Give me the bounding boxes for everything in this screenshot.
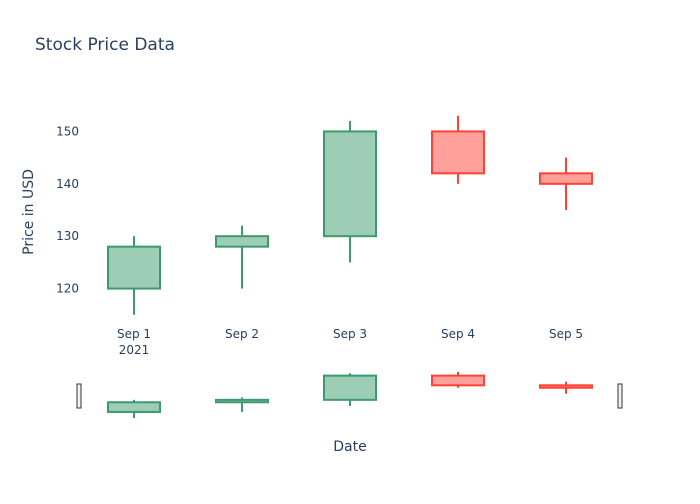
range-slider[interactable] bbox=[76, 372, 623, 418]
x-tick-label: Sep 4 bbox=[441, 327, 475, 341]
candle-body bbox=[539, 172, 593, 185]
candle-3-range bbox=[323, 373, 377, 406]
y-tick-label: 140 bbox=[56, 177, 79, 191]
candle-1-range bbox=[107, 399, 161, 418]
x-axis-label: Date bbox=[333, 439, 366, 455]
x-axis-ticks: Sep 1 2021 Sep 2 Sep 3 Sep 4 Sep 5 bbox=[117, 327, 583, 357]
candle-body bbox=[107, 401, 161, 413]
candle-5 bbox=[539, 157, 593, 210]
candle-body bbox=[431, 130, 485, 175]
x-tick-label: Sep 3 bbox=[333, 327, 367, 341]
candle-body bbox=[215, 398, 269, 404]
range-slider-right-handle[interactable] bbox=[617, 383, 623, 409]
candle-2 bbox=[215, 225, 269, 289]
candle-body bbox=[215, 235, 269, 248]
candle-body bbox=[323, 130, 377, 238]
x-tick-year-label: 2021 bbox=[119, 343, 150, 357]
plot-area bbox=[107, 115, 593, 315]
candle-body bbox=[323, 374, 377, 401]
candle-1 bbox=[107, 236, 161, 315]
y-tick-label: 150 bbox=[56, 124, 79, 138]
candle-4 bbox=[431, 115, 485, 184]
x-tick-label: Sep 2 bbox=[225, 327, 259, 341]
candle-2-range bbox=[215, 397, 269, 412]
y-tick-label: 130 bbox=[56, 229, 79, 243]
candle-body bbox=[431, 374, 485, 387]
x-tick-label: Sep 1 bbox=[117, 327, 151, 341]
candle-5-range bbox=[539, 381, 593, 394]
x-tick-label: Sep 5 bbox=[549, 327, 583, 341]
candle-body bbox=[107, 245, 161, 290]
candle-body bbox=[539, 384, 593, 389]
chart-title: Stock Price Data bbox=[35, 35, 175, 55]
candle-4-range bbox=[431, 372, 485, 388]
y-tick-label: 120 bbox=[56, 282, 79, 296]
y-axis-ticks: 120 130 140 150 bbox=[56, 124, 79, 295]
range-slider-left-handle[interactable] bbox=[76, 383, 82, 409]
candle-3 bbox=[323, 120, 377, 263]
y-axis-label: Price in USD bbox=[21, 169, 37, 255]
